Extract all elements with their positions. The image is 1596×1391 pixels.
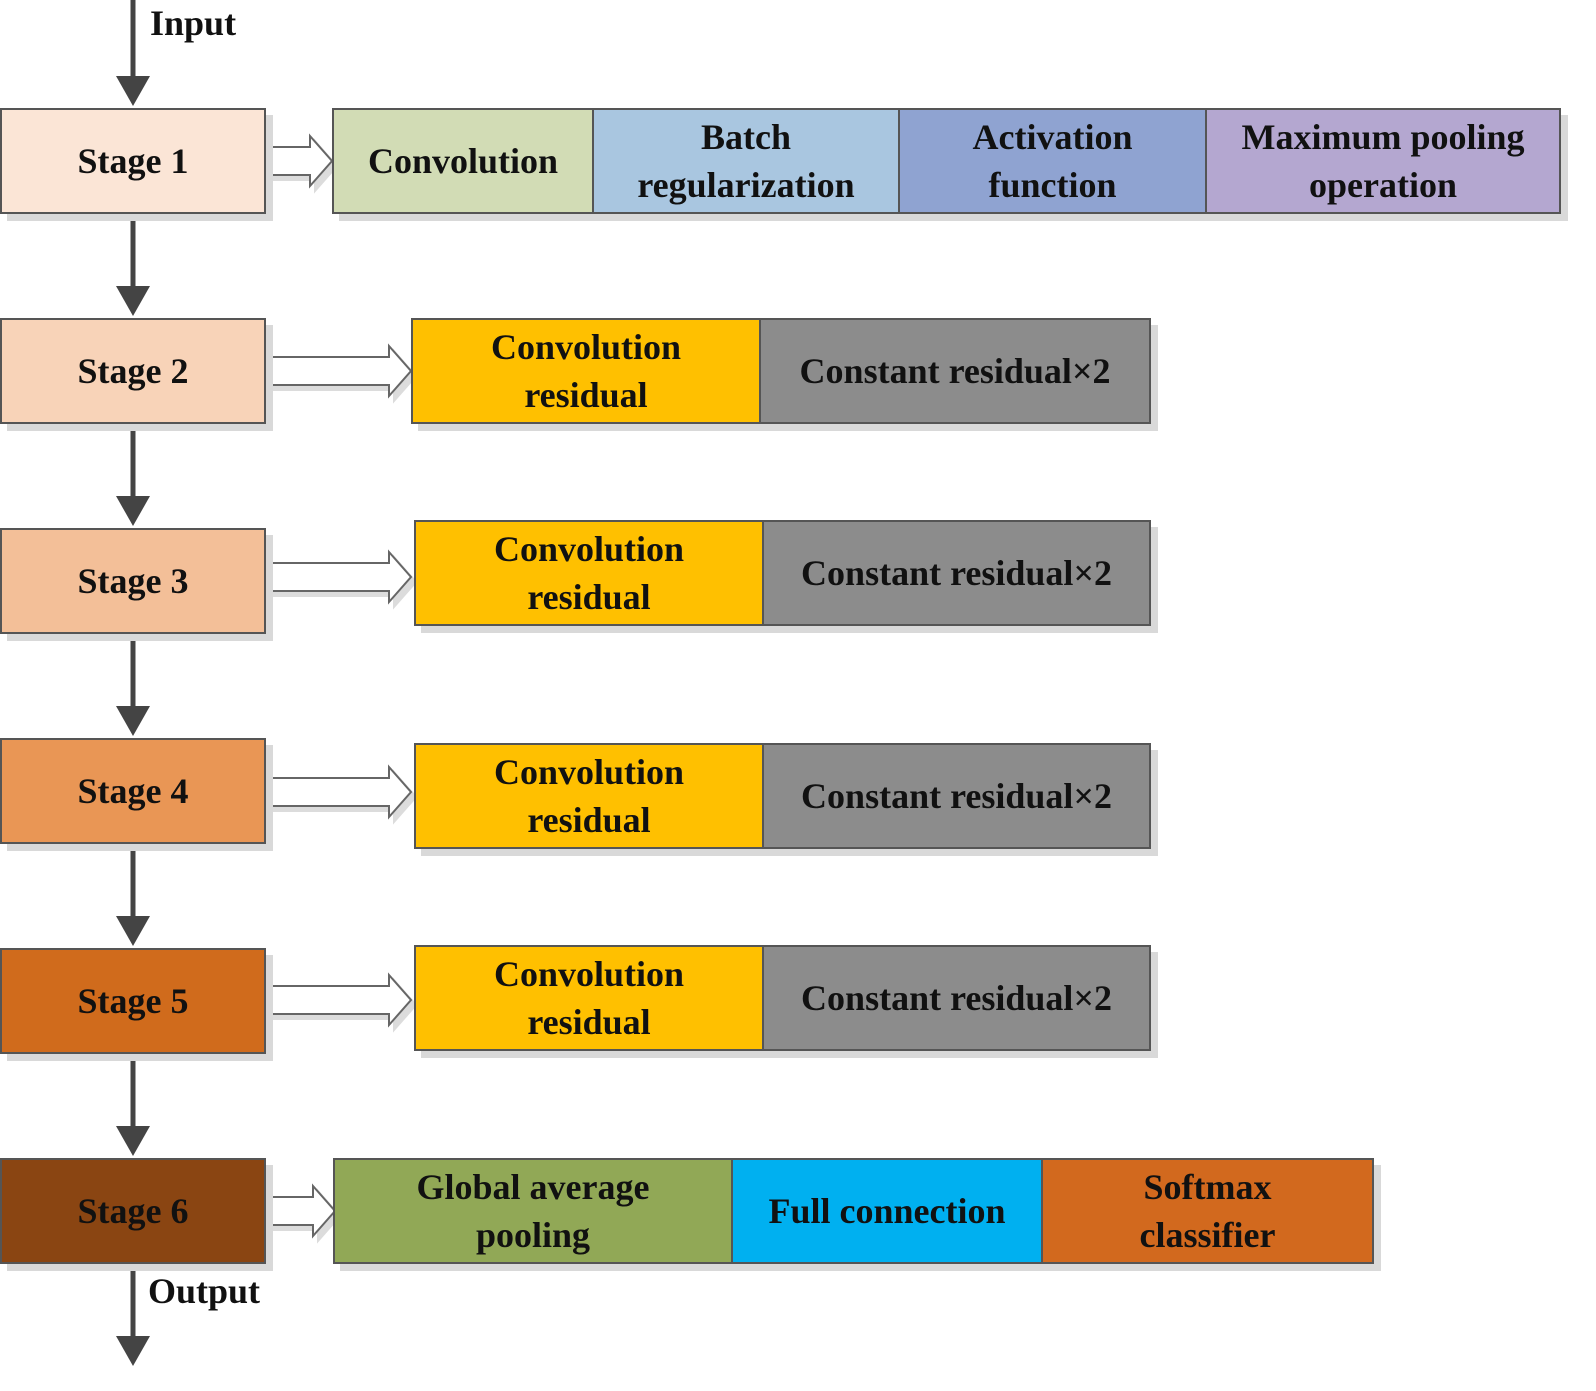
stage-1-block-2-text: Batch regularization: [637, 117, 855, 205]
stage-2-box: Stage 2: [0, 318, 266, 424]
stage-2-block-2-text: Constant residual×2: [799, 351, 1111, 391]
output-label: Output: [148, 1271, 261, 1311]
stage-1-expand-arrow: [265, 133, 334, 189]
stage-6-block-1-text: Global average pooling: [416, 1167, 650, 1255]
stage-3-to-4-arrow-head: [116, 706, 150, 736]
stage-1-block-3-text: Activation function: [972, 117, 1133, 205]
stage-3-block-2-text: Constant residual×2: [801, 553, 1112, 593]
stage-5-block-1-text: Convolution residual: [493, 954, 685, 1042]
stage-6-block-full-connection: Full connection: [731, 1158, 1043, 1264]
stage-4-box: Stage 4: [0, 738, 266, 844]
stage-1-block-activation-function: Activation function: [898, 108, 1207, 214]
stage-5-to-6-arrow-head: [116, 1126, 150, 1156]
stage-3-block-constant-residual: Constant residual×2: [762, 520, 1151, 626]
stage-4-to-5-arrow-head: [116, 916, 150, 946]
stage-5-block-convolution-residual: Convolution residual: [414, 945, 764, 1051]
stage-1-block-max-pooling: Maximum pooling operation: [1205, 108, 1561, 214]
stage-2-label: Stage 2: [77, 351, 189, 391]
stage-3-block-convolution-residual: Convolution residual: [414, 520, 764, 626]
stage-1-label: Stage 1: [77, 141, 189, 181]
stage-2-block-1-text: Convolution residual: [490, 327, 682, 415]
input-arrow-head: [116, 76, 150, 106]
stage-1-block-1-text: Convolution: [367, 141, 559, 181]
stage-4-block-convolution-residual: Convolution residual: [414, 743, 764, 849]
stage-3-block-1-text: Convolution residual: [493, 529, 685, 617]
stage-6-label: Stage 6: [77, 1191, 189, 1231]
stage-6-block-global-average-pooling: Global average pooling: [333, 1158, 733, 1264]
stage-1-box: Stage 1: [0, 108, 266, 214]
stage-2-block-convolution-residual: Convolution residual: [411, 318, 761, 424]
stage-6-expand-arrow: [265, 1183, 337, 1239]
input-label: Input: [150, 3, 237, 43]
stage-1-to-2-arrow-head: [116, 286, 150, 316]
stage-2-expand-arrow: [265, 343, 413, 399]
stage-2-to-3-arrow-head: [116, 496, 150, 526]
stage-5-block-2-text: Constant residual×2: [801, 978, 1112, 1018]
stage-5-block-constant-residual: Constant residual×2: [762, 945, 1151, 1051]
stage-3-label: Stage 3: [77, 561, 189, 601]
stage-5-label: Stage 5: [77, 981, 189, 1021]
stage-6-box: Stage 6: [0, 1158, 266, 1264]
stage-3-expand-arrow: [265, 549, 413, 605]
stage-1-block-convolution: Convolution: [332, 108, 594, 214]
stage-6-block-2-text: Full connection: [768, 1191, 1006, 1231]
stage-5-expand-arrow: [265, 972, 413, 1028]
stage-4-expand-arrow: [265, 764, 413, 820]
output-arrow-head: [116, 1336, 150, 1366]
stage-2-block-constant-residual: Constant residual×2: [759, 318, 1151, 424]
stage-5-box: Stage 5: [0, 948, 266, 1054]
stage-3-box: Stage 3: [0, 528, 266, 634]
stage-4-label: Stage 4: [77, 771, 189, 811]
stage-6-block-3-text: Softmax classifier: [1139, 1167, 1276, 1255]
stage-6-block-softmax-classifier: Softmax classifier: [1041, 1158, 1374, 1264]
stage-4-block-1-text: Convolution residual: [493, 752, 685, 840]
stage-4-block-constant-residual: Constant residual×2: [762, 743, 1151, 849]
stage-1-block-batch-regularization: Batch regularization: [592, 108, 900, 214]
stage-1-block-4-text: Maximum pooling operation: [1241, 117, 1525, 205]
stage-4-block-2-text: Constant residual×2: [801, 776, 1112, 816]
